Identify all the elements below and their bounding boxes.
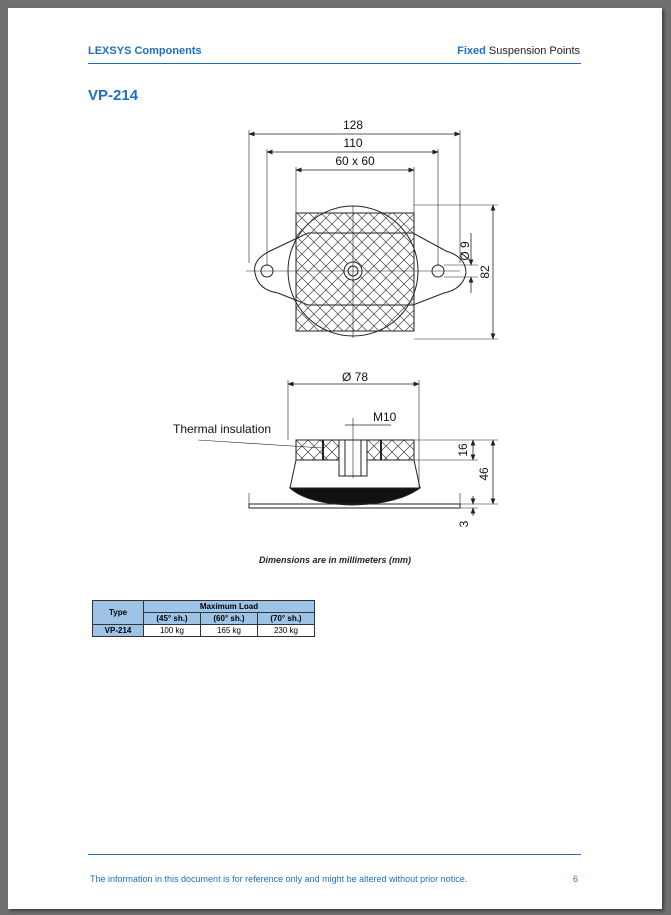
- col-45-header: (45° sh.): [143, 612, 201, 625]
- header-section-accent: Fixed: [457, 45, 486, 57]
- product-title: VP-214: [88, 87, 139, 104]
- footer-rule: [88, 854, 581, 855]
- header-section: Fixed Suspension Points: [457, 45, 580, 57]
- header-section-rest: Suspension Points: [485, 45, 580, 57]
- dim-m10-label: M10: [373, 410, 397, 424]
- dim-46-label: 46: [477, 467, 491, 481]
- col-60-header: (60° sh.): [200, 612, 258, 625]
- footer-note: The information in this document is for …: [90, 874, 468, 884]
- dim-16-label: 16: [456, 443, 470, 457]
- dim-dia78-label: Ø 78: [342, 370, 368, 384]
- document-page: LEXSYS Components Fixed Suspension Point…: [8, 8, 662, 909]
- col-max-load-header: Maximum Load: [143, 600, 315, 613]
- top-view: [246, 205, 467, 338]
- row-load-60: 165 kg: [200, 624, 258, 637]
- thermal-insulation-label: Thermal insulation: [173, 422, 271, 436]
- dim-128-label: 128: [343, 118, 363, 132]
- dim-110-label: 110: [343, 136, 362, 150]
- col-type-header: Type: [92, 600, 144, 625]
- base-plate: [248, 503, 461, 509]
- dim-dia9-label: Ø 9: [458, 241, 472, 261]
- dim-3-label: 3: [457, 520, 471, 527]
- side-view: [248, 418, 461, 509]
- header-brand: LEXSYS Components: [88, 45, 202, 57]
- dim-60x60-label: 60 x 60: [335, 154, 375, 168]
- dark-base: [288, 487, 422, 506]
- row-type: VP-214: [92, 624, 144, 637]
- row-load-70: 230 kg: [257, 624, 315, 637]
- row-load-45: 100 kg: [143, 624, 201, 637]
- dim-82-label: 82: [478, 265, 492, 279]
- dimensions-caption: Dimensions are in millimeters (mm): [258, 555, 412, 565]
- header-rule: [88, 63, 581, 64]
- load-table: Type Maximum Load (45° sh.) (60° sh.) (7…: [92, 600, 315, 637]
- technical-drawing: 128 110 60 x 60 Ø 9 82: [173, 118, 498, 527]
- page-number: 6: [572, 874, 578, 884]
- table-row: VP-214 100 kg 165 kg 230 kg: [92, 624, 315, 637]
- col-70-header: (70° sh.): [257, 612, 315, 625]
